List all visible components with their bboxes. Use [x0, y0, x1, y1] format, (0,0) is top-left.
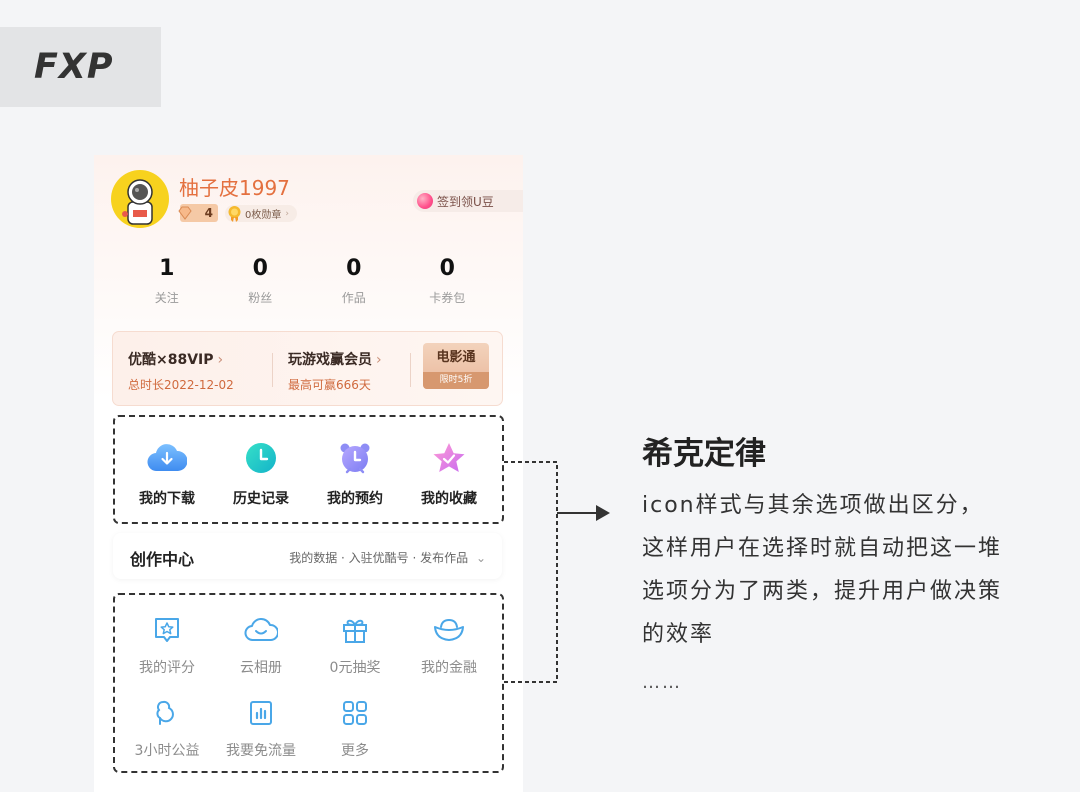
quick-label: 我的下载 [139, 491, 195, 507]
highlight-box-quick [113, 415, 504, 524]
quick-label: 我的预约 [327, 491, 383, 507]
charity-icon [120, 696, 214, 730]
stat-value: 1 [159, 256, 175, 281]
stats-row: 1 关注 0 粉丝 0 作品 0 卡券包 [120, 255, 494, 306]
gift-icon [308, 613, 402, 647]
signin-label: 签到领U豆 [437, 194, 494, 209]
option-label: 我的评分 [139, 660, 195, 676]
stat-value: 0 [439, 256, 455, 281]
u-bean-icon [417, 193, 433, 209]
chevron-down-icon: ⌄ [475, 551, 486, 565]
option-finance[interactable]: 我的金融 [402, 613, 496, 677]
cloud-download-icon [120, 440, 214, 476]
divider [410, 353, 411, 387]
signin-button[interactable]: 签到领U豆 [413, 190, 523, 212]
annotation-description: icon样式与其余选项做出区分，这样用户在选择时就自动把这一堆选项分为了两类，提… [642, 493, 1003, 647]
level-gem-icon [178, 206, 192, 220]
creator-links-text: 我的数据 · 入驻优酷号 · 发布作品 [289, 551, 469, 565]
option-label: 我的金融 [421, 660, 477, 676]
option-charity[interactable]: 3小时公益 [120, 696, 214, 760]
option-label: 我要免流量 [226, 743, 296, 759]
vip-game-link[interactable]: 玩游戏赢会员› 最高可赢666天 [288, 349, 382, 393]
ingot-icon [402, 613, 496, 647]
cloud-icon [214, 613, 308, 647]
quick-history[interactable]: 历史记录 [214, 440, 308, 508]
data-icon [214, 696, 308, 730]
option-rating[interactable]: 我的评分 [120, 613, 214, 677]
stat-label: 关注 [154, 291, 179, 305]
chevron-right-icon: › [217, 352, 224, 368]
option-lottery[interactable]: 0元抽奖 [308, 613, 402, 677]
star-icon [402, 440, 496, 476]
option-label: 0元抽奖 [329, 660, 381, 676]
medal-count: 0枚勋章 [245, 210, 282, 221]
option-more[interactable]: 更多 [308, 696, 402, 760]
stat-works[interactable]: 0 作品 [307, 255, 401, 306]
creator-links[interactable]: 我的数据 · 入驻优酷号 · 发布作品 ⌄ [289, 549, 486, 566]
grid-icon [308, 696, 402, 730]
brand-logo: FXP [0, 27, 161, 107]
divider [272, 353, 273, 387]
movie-pass-title: 电影通 [436, 350, 476, 365]
quick-favorites[interactable]: 我的收藏 [402, 440, 496, 508]
options-row-2: 3小时公益 我要免流量 更多 [120, 696, 402, 760]
quick-actions: 我的下载 历史记录 [120, 440, 496, 508]
option-free-data[interactable]: 我要免流量 [214, 696, 308, 760]
chevron-right-icon: › [285, 208, 289, 219]
vip-game-title: 玩游戏赢会员 [288, 352, 372, 368]
username[interactable]: 柚子皮1997 [179, 176, 290, 200]
movie-pass-tag: 限时5折 [423, 372, 489, 389]
annotation-title: 希克定律 [642, 436, 766, 472]
brand-logo-text: FXP [34, 47, 114, 87]
stat-value: 0 [346, 256, 362, 281]
vip-88-title: 优酷×88VIP [128, 352, 214, 368]
chevron-right-icon: › [376, 352, 382, 368]
avatar[interactable] [111, 170, 169, 228]
option-cloud-album[interactable]: 云相册 [214, 613, 308, 677]
phone-screen: 柚子皮1997 4 0枚勋章 › 签到领U豆 1 关注 0 粉丝 0 作品 [94, 155, 523, 792]
movie-pass-button[interactable]: 电影通 限时5折 [423, 343, 489, 389]
stat-following[interactable]: 1 关注 [120, 255, 214, 306]
alarm-clock-icon [308, 440, 402, 476]
quick-download[interactable]: 我的下载 [120, 440, 214, 508]
option-label: 更多 [341, 743, 369, 759]
option-label: 3小时公益 [134, 743, 200, 759]
stat-value: 0 [252, 256, 268, 281]
level-number: 4 [204, 206, 213, 220]
quick-label: 历史记录 [233, 491, 289, 507]
creator-center-bar[interactable]: 创作中心 我的数据 · 入驻优酷号 · 发布作品 ⌄ [113, 533, 502, 579]
options-row-1: 我的评分 云相册 0元抽奖 [120, 613, 496, 677]
bracket-connector [504, 461, 610, 683]
vip-banner: 优酷×88VIP› 总时长2022-12-02 玩游戏赢会员› 最高可赢666天… [112, 331, 503, 406]
stat-coupons[interactable]: 0 卡券包 [401, 255, 495, 306]
clock-icon [214, 440, 308, 476]
annotation-ellipsis: …… [642, 672, 682, 693]
stat-label: 粉丝 [248, 291, 273, 305]
stat-label: 作品 [341, 291, 366, 305]
creator-title: 创作中心 [130, 550, 195, 569]
medal-badge[interactable]: 0枚勋章 › [225, 205, 297, 222]
arrow-right-icon [596, 505, 610, 521]
vip-88-subtitle: 总时长2022-12-02 [128, 378, 234, 392]
rating-icon [120, 613, 214, 647]
highlight-box-options [113, 593, 504, 773]
option-label: 云相册 [240, 660, 282, 676]
vip-88-link[interactable]: 优酷×88VIP› 总时长2022-12-02 [128, 349, 234, 393]
vip-game-subtitle: 最高可赢666天 [288, 378, 371, 392]
quick-reservation[interactable]: 我的预约 [308, 440, 402, 508]
stat-followers[interactable]: 0 粉丝 [214, 255, 308, 306]
stat-label: 卡券包 [429, 291, 466, 305]
medal-icon [228, 206, 241, 222]
quick-label: 我的收藏 [421, 491, 477, 507]
level-badge[interactable]: 4 [178, 204, 218, 222]
